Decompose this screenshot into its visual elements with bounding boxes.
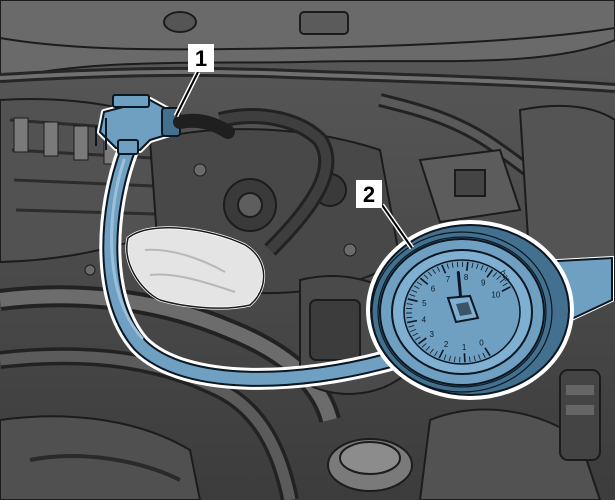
gauge-minor-tick [480,265,484,271]
gauge-minor-tick [499,278,505,283]
gauge-minor-tick [496,275,502,280]
gauge-minor-tick [409,294,416,297]
gauge-major-tick [419,277,429,285]
gauge-minor-tick [406,316,413,319]
gauge-number: 6 [431,285,436,294]
gauge-minor-tick [473,355,476,362]
gauge-number: 10 [491,290,500,299]
gauge-number: 3 [429,330,434,339]
gauge-minor-tick [446,263,449,269]
callout-1-label: 1 [195,46,207,71]
gauge-minor-tick [443,354,447,360]
gauge-minor-tick [415,336,421,341]
gauge-minor-tick [416,281,423,286]
gauge-minor-tick [429,348,434,354]
gauge-minor-tick [451,262,454,268]
gauge-minor-tick [502,282,508,287]
gauge-minor-tick [425,346,431,351]
gauge-scale-ticks [406,261,511,363]
gauge-minor-tick [434,350,438,357]
gauge-minor-tick [427,271,433,277]
gauge-minor-tick [454,356,456,362]
gauge-major-tick [466,261,469,271]
gauge-minor-tick [478,354,481,360]
gauge-minor-tick [421,343,427,348]
callout-2: 2 [356,180,415,250]
gauge-number: 7 [446,275,451,284]
gauge-minor-tick [484,267,489,273]
gauge-major-tick [418,337,427,345]
gauge-minor-tick [413,285,420,290]
gauge-minor-tick [482,352,486,359]
gauge-major-tick [441,264,447,274]
gauge-minor-tick [468,356,471,362]
gauge-minor-tick [448,355,451,362]
gauge-number: 2 [444,340,449,349]
gauge-number: 9 [481,279,486,288]
gauge-major-tick [438,349,445,359]
gauge-minor-tick [412,332,419,337]
cloth-rag [125,226,266,310]
gauge-minor-tick [456,261,459,268]
gauge-major-tick [407,298,418,303]
gauge-major-tick [463,353,466,363]
pressure-tester-hose [99,139,401,390]
gauge-major-tick [486,269,494,278]
callout-2-label: 2 [363,182,375,207]
gauge-minor-tick [476,263,479,270]
gauge-number: 8 [464,273,469,282]
gauge-minor-tick [423,274,429,280]
gauge-number: 1 [462,343,467,352]
gauge-major-tick [407,319,418,324]
gauge-number: 4 [422,315,427,324]
gauge-minor-tick [406,303,413,305]
gauge-major-tick [501,286,511,293]
callout-1: 1 [173,44,214,118]
gauge-major-tick [484,347,491,357]
gauge-number: 5 [422,299,427,308]
gauge-minor-tick [411,289,418,293]
gauge-minor-tick [432,268,436,274]
gauge-minor-tick [471,262,474,268]
adapter-connector [95,94,235,155]
gauge-minor-tick [492,272,498,277]
gauge-minor-tick [436,266,441,272]
gauge-number: 0 [479,338,484,347]
gauge-minor-tick [410,329,417,332]
gauge-minor-tick [408,325,415,328]
